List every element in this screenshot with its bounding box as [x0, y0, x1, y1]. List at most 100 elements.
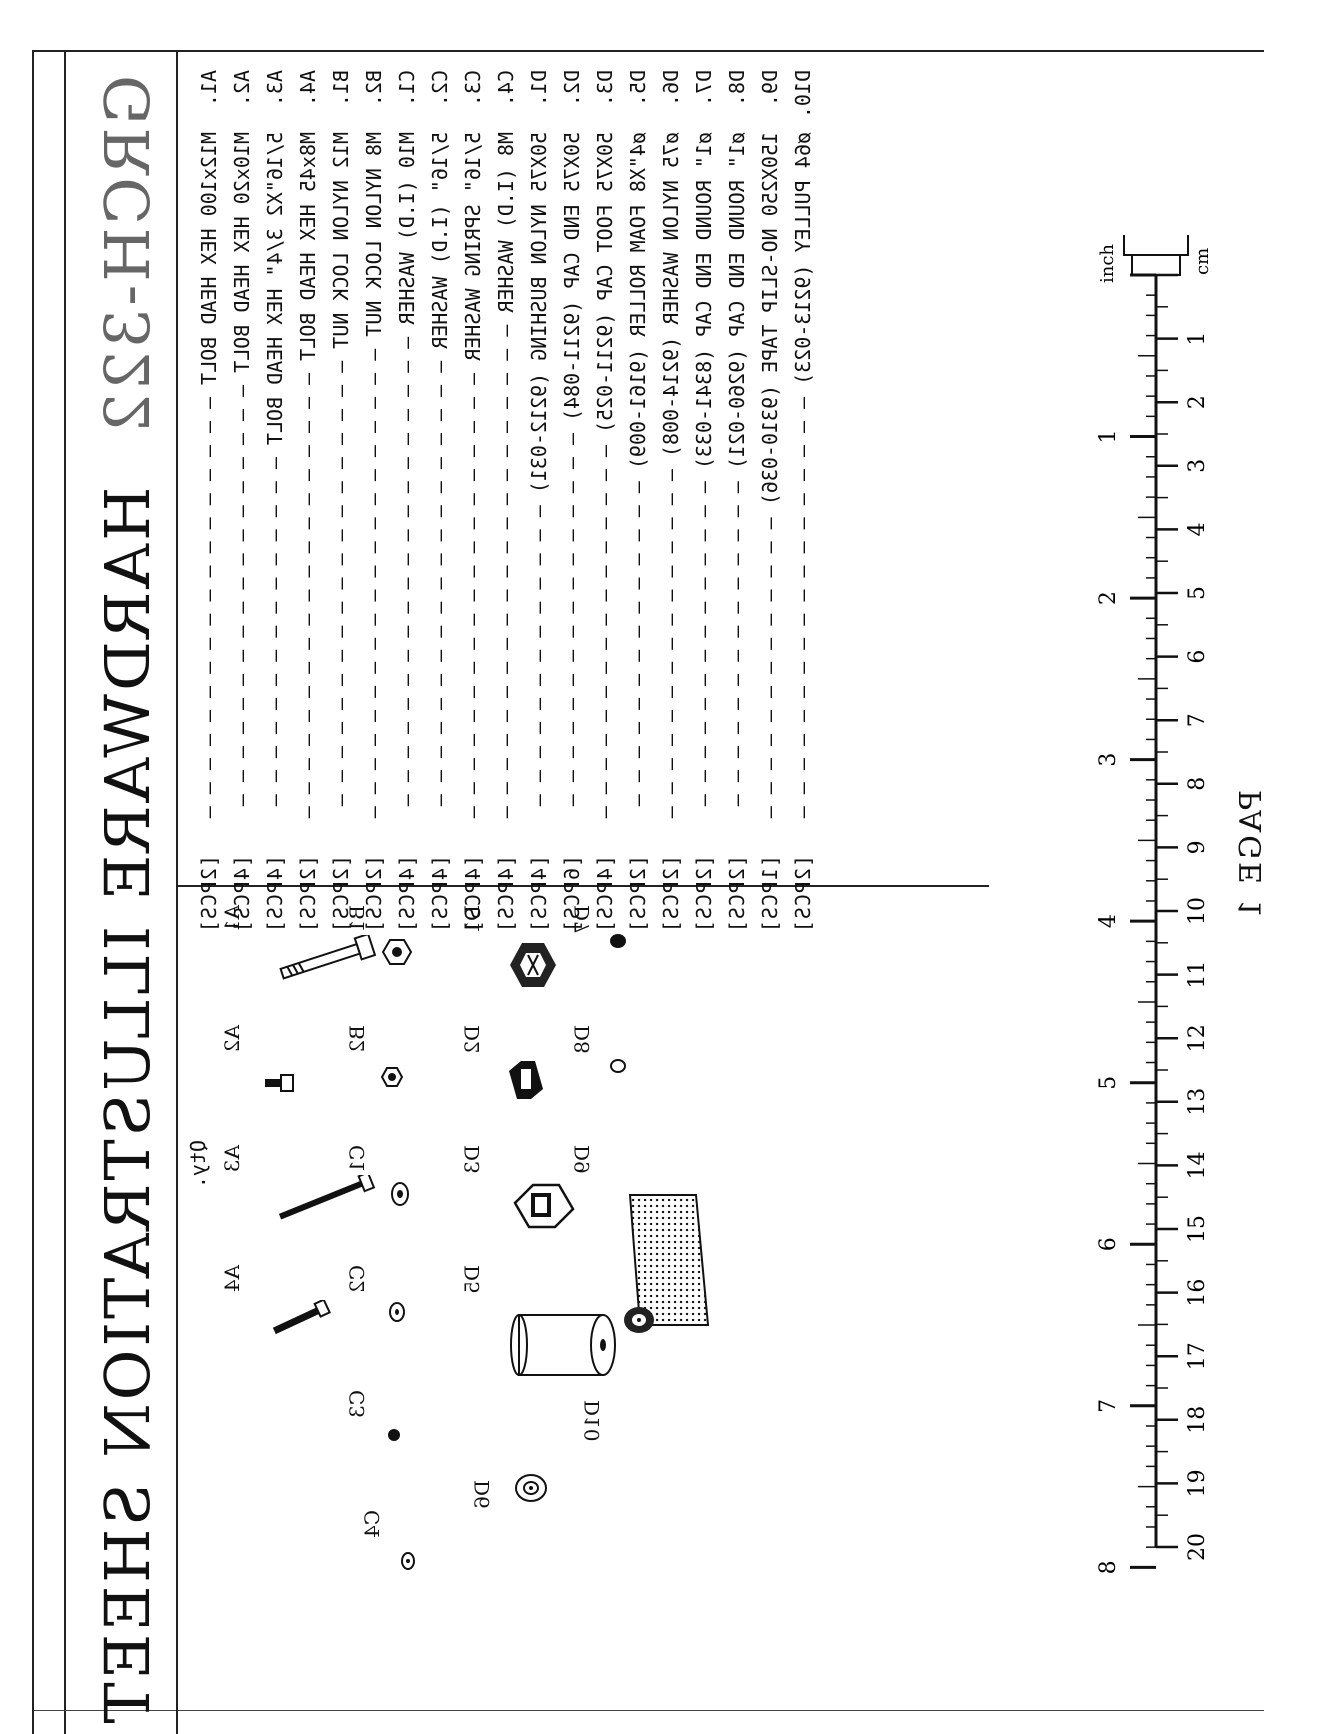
part-description: M8 (I.D) WASHER — — — — — — — — — — — — … — [494, 132, 518, 819]
part-description: ø4"X8 FOAM ROLLER (9161-009) — — — — — —… — [626, 132, 650, 807]
illustration-label: D2 — [460, 1025, 484, 1054]
c1-part-icon — [382, 1180, 414, 1208]
illustration-label: D1 — [460, 905, 484, 934]
cm-label: 17 — [1185, 1342, 1210, 1370]
part-row: D9. 150X250 NO-SLIP TAPE (9310-036) — — —… — [755, 70, 785, 1150]
part-description: 150X250 NO-SLIP TAPE (9310-036) — — — — … — [758, 132, 782, 819]
illustration-label: D8 — [570, 1025, 594, 1054]
illustration-label: D5 — [460, 1265, 484, 1294]
illustration-label: D6 — [470, 1480, 494, 1509]
part-code: B2. — [362, 70, 386, 107]
frame-line — [64, 50, 66, 1734]
inch-label: 5 — [1096, 1076, 1121, 1090]
part-quantity: [2PCS] — [791, 855, 815, 934]
d5-part-icon — [505, 1305, 619, 1385]
part-description: 50X75 FOOT CAP (9211-025) — — — — — — — … — [593, 132, 617, 819]
d6-part-icon — [509, 1470, 549, 1506]
bolt-head-icon — [1123, 214, 1189, 256]
inch-label: 3 — [1096, 753, 1121, 767]
part-code: C4. — [494, 70, 518, 107]
title-divider — [176, 50, 178, 1734]
part-quantity: [2PCS] — [725, 855, 749, 934]
part-description: M8x45 HEX HEAD BOLT — — — — — — — — — — … — [296, 132, 320, 819]
cm-label: 20 — [1185, 1533, 1210, 1561]
a2-part-icon — [255, 1065, 299, 1105]
bolt-head-icon — [1131, 254, 1181, 276]
part-description: ø1" ROUND END CAP (9260-021) — — — — — —… — [725, 132, 749, 807]
inch-label: 6 — [1096, 1237, 1121, 1251]
illustration-label: C1 — [345, 1145, 369, 1174]
b1-part-icon — [376, 935, 414, 969]
b2-part-icon — [376, 1065, 404, 1089]
inch-label: 1 — [1096, 430, 1121, 444]
page-number: PAGE 1 — [1234, 790, 1269, 922]
illustration-label: A4 — [220, 1265, 244, 1293]
cm-label: 14 — [1185, 1151, 1210, 1179]
cm-label: 19 — [1185, 1469, 1210, 1497]
illustration-label: D10 — [580, 1400, 604, 1442]
ruler-graphic: 123456789101112131415161718192012345678c… — [1096, 214, 1213, 1574]
part-description: 5/16"X2 3/4" HEX HEAD BOLT — — — — — — —… — [263, 132, 287, 807]
d2-part-icon — [501, 1055, 549, 1105]
part-description: 50X75 NYLON BUSHING (9212-031) — — — — —… — [527, 132, 551, 807]
inch-unit-label: inch — [1097, 244, 1118, 283]
inch-label: 2 — [1096, 591, 1121, 605]
cm-label: 15 — [1185, 1215, 1210, 1243]
part-code: D3. — [593, 70, 617, 107]
part-code: D2. — [560, 70, 584, 107]
part-description: ø64 PULLEY (9213-023) — — — — — — — — — … — [791, 132, 815, 819]
part-description: 5/16" SPRING WASHER — — — — — — — — — — … — [461, 132, 485, 819]
frame-line — [34, 50, 1264, 52]
part-description: M12 NYLON LOCK NUT — — — — — — — — — — —… — [329, 132, 353, 807]
part-code: D9. — [758, 70, 782, 107]
part-code: A2. — [230, 70, 254, 107]
cm-label: 16 — [1185, 1279, 1210, 1307]
part-code: D1. — [527, 70, 551, 107]
part-code: C3. — [461, 70, 485, 107]
c3-part-icon — [380, 1425, 404, 1445]
a1-part-icon — [265, 932, 379, 985]
title-text: HARDWARE ILLUSTRATION SHEET — [91, 486, 164, 1727]
cm-unit-label: cm — [1192, 248, 1213, 275]
cm-label: 18 — [1185, 1406, 1210, 1434]
cm-label: 6 — [1185, 650, 1210, 664]
illustration-label: B1 — [345, 905, 369, 933]
illustration-label: A2 — [220, 1025, 244, 1053]
part-code: D5. — [626, 70, 650, 107]
cm-label: 7 — [1185, 713, 1210, 727]
cm-label: 8 — [1185, 777, 1210, 791]
part-code: C1. — [395, 70, 419, 107]
part-code: D8. — [725, 70, 749, 107]
cm-label: 12 — [1185, 1024, 1210, 1052]
model-code: GRCH-322 — [91, 75, 164, 437]
part-code: A1. — [197, 70, 221, 107]
cm-label: 4 — [1185, 522, 1210, 536]
frame-line — [32, 50, 34, 1734]
d8-part-icon — [603, 1055, 629, 1077]
cm-label: 10 — [1185, 897, 1210, 925]
part-description: ø1" ROUND END CAP (8341-033) — — — — — —… — [692, 132, 716, 807]
cm-label: 9 — [1185, 840, 1210, 854]
part-row: D10. ø64 PULLEY (9213-023) — — — — — — — … — [788, 70, 818, 1150]
a4-part-icon — [260, 1298, 334, 1340]
part-code: C2. — [428, 70, 452, 107]
illustration-label: D9 — [570, 1145, 594, 1174]
inch-label: 4 — [1096, 914, 1121, 928]
cm-label: 1 — [1185, 332, 1210, 346]
illustration-label: D7 — [570, 905, 594, 934]
d1-part-icon — [500, 935, 564, 995]
part-description: M10 (I.D) WASHER — — — — — — — — — — — —… — [395, 132, 419, 807]
inch-label: 8 — [1096, 1560, 1121, 1574]
part-description: 50X75 END CAP (9211-084) — — — — — — — —… — [560, 132, 584, 807]
illustration-label: C2 — [345, 1265, 369, 1294]
part-code: D7. — [692, 70, 716, 107]
illustration-label: A3 — [220, 1145, 244, 1173]
part-code: A3. — [263, 70, 287, 107]
part-code: A4. — [296, 70, 320, 107]
part-code: D10. — [791, 70, 815, 119]
part-description: M10x20 HEX HEAD BOLT — — — — — — — — — —… — [230, 132, 254, 807]
illustration-label: B2 — [345, 1025, 369, 1053]
